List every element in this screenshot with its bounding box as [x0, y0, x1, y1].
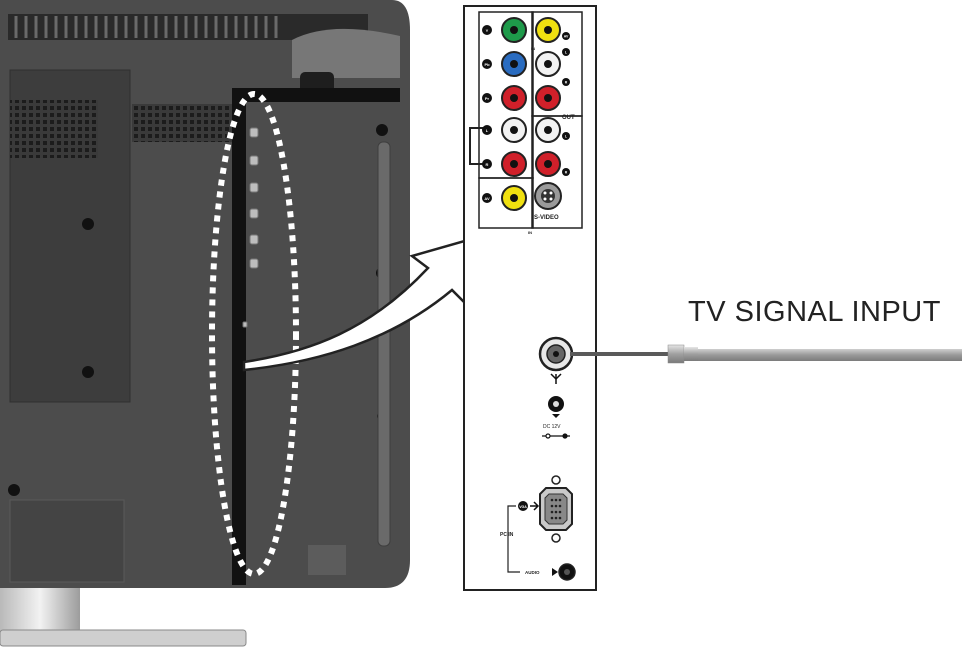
antenna-icon: [550, 373, 562, 384]
coax-core: [570, 352, 670, 356]
label-av-out: AV: [564, 35, 569, 39]
side-connectors: [242, 127, 259, 328]
label-l-in: L: [486, 128, 489, 133]
vent-grid-center: [132, 104, 236, 142]
label-in-bottom: IN: [528, 230, 532, 235]
foot-clip: [308, 545, 346, 575]
label-l-out: L: [565, 51, 568, 55]
label-l-right: L: [565, 135, 568, 139]
tv-back: [0, 0, 410, 647]
label-svideo: S-VIDEO: [534, 215, 559, 221]
label-r-in: R: [486, 162, 489, 167]
carry-handle: [292, 28, 400, 78]
jack-label-dots-left: [482, 25, 492, 203]
vent-grid-left: [10, 100, 98, 158]
jack-label-dots-right: [562, 32, 570, 176]
label-audio: AUDIO: [525, 570, 540, 575]
label-out: OUT: [562, 115, 575, 121]
label-dc: DC 12V: [543, 424, 561, 430]
label-r-out: R: [565, 81, 568, 85]
coax-cable: [698, 349, 962, 361]
vga-port: [539, 475, 573, 543]
coax-connector: [667, 344, 685, 364]
pc-in-bracket: [507, 505, 520, 573]
label-av-in: AV: [484, 196, 490, 201]
label-pb: Pb: [484, 62, 490, 67]
tv-signal-input-label: TV SIGNAL INPUT: [688, 296, 941, 328]
av-jacks: [534, 17, 562, 210]
power-polarity-icon: [542, 433, 570, 439]
stand-base: [0, 629, 247, 647]
label-y: Y: [486, 28, 489, 33]
tv-signal-cable: [570, 344, 962, 364]
lower-cover: [9, 499, 125, 583]
label-pr: Pr: [485, 96, 490, 101]
label-r-right: R: [565, 171, 568, 175]
side-rail: [377, 141, 391, 547]
highlight-ellipse: [209, 91, 299, 577]
label-pc-in: PC IN: [500, 532, 514, 538]
label-vga: VGA: [519, 505, 527, 509]
vga-label-dot: [518, 501, 528, 511]
terminal-panel: Y Pb Pr L R AV AV L R L R OUT IN S-VIDEO…: [463, 5, 597, 591]
panel-frame: [463, 5, 597, 591]
label-in-top: IN: [531, 46, 535, 51]
component-jacks: [501, 17, 527, 211]
